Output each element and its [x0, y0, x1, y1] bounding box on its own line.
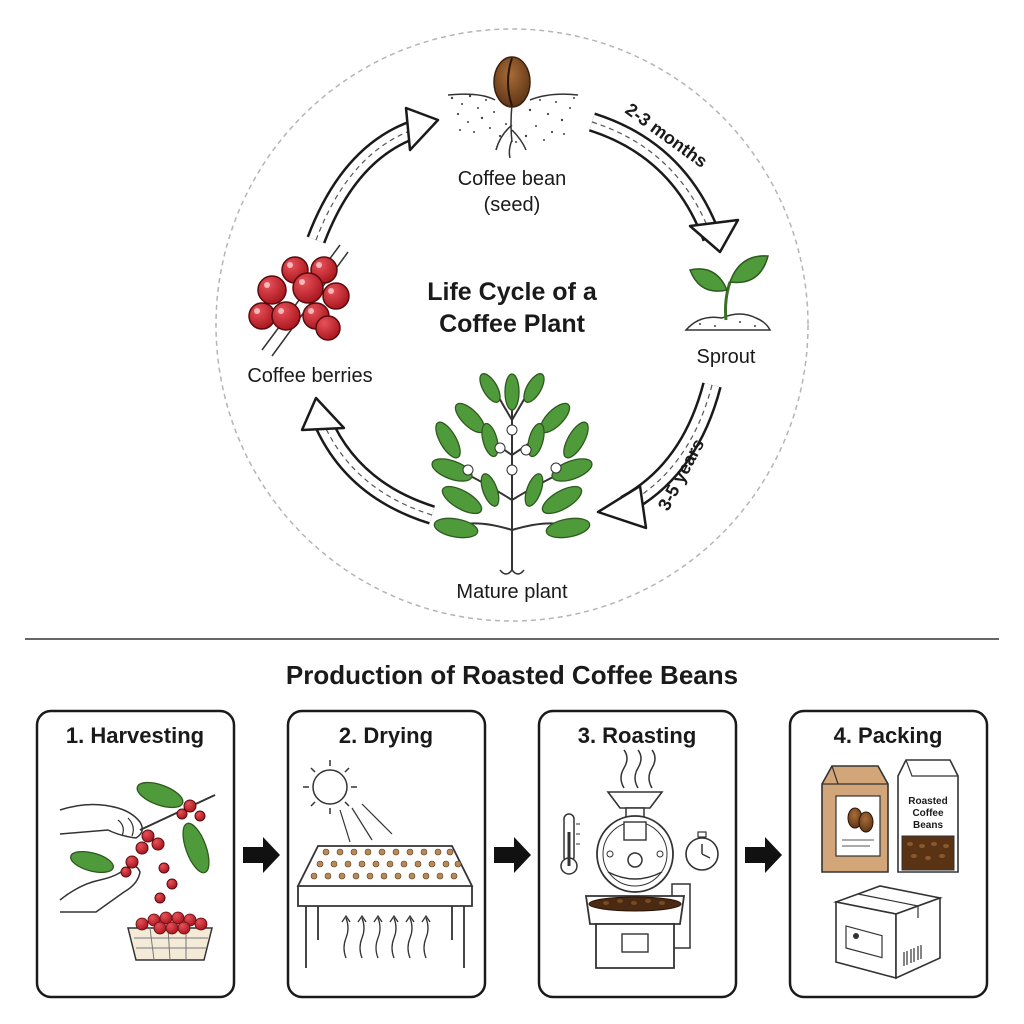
- coffee-bag-left: [821, 765, 889, 873]
- arrow-sprout-to-mature: [596, 382, 722, 530]
- bag-label-line3: Beans: [913, 820, 943, 831]
- step-arrow-3: [745, 837, 782, 873]
- arrow-berries-to-bean: [306, 106, 440, 244]
- cycle-title-line2: Coffee Plant: [439, 310, 586, 338]
- production-title: Production of Roasted Coffee Beans: [286, 660, 738, 690]
- cycle-dashed-circle: [215, 28, 809, 622]
- stage-bean-label-line2: (seed): [484, 194, 541, 216]
- arrow-bean-to-sprout: [588, 112, 740, 254]
- step-arrow-1: [243, 837, 280, 873]
- bag-label-line2: Coffee: [912, 808, 944, 819]
- packing-icon: Roasted Coffee Beans: [821, 759, 959, 980]
- mature-plant-icon: [431, 373, 593, 575]
- life-cycle-section: Life Cycle of a Coffee Plant 2-3 months …: [215, 28, 809, 622]
- stage-sprout-label: Sprout: [697, 346, 756, 368]
- sun-icon: [303, 760, 357, 814]
- thermometer-icon: [560, 813, 580, 875]
- step-label-harvesting: 1. Harvesting: [66, 723, 204, 748]
- stage-mature-label: Mature plant: [456, 581, 568, 603]
- stopwatch-icon: [685, 831, 719, 871]
- step-label-packing: 4. Packing: [834, 723, 943, 748]
- coffee-bag-right: Roasted Coffee Beans: [897, 759, 959, 873]
- roasting-icon: [560, 749, 719, 969]
- coffee-bean-seed-icon: [447, 56, 579, 159]
- step-label-roasting: 3. Roasting: [578, 723, 697, 748]
- stage-berries-label: Coffee berries: [247, 365, 372, 387]
- cycle-title-line1: Life Cycle of a: [427, 278, 598, 306]
- harvesting-icon: [59, 781, 216, 961]
- sprout-icon: [684, 255, 772, 331]
- coffee-berries-icon: [248, 244, 350, 357]
- bag-label-line1: Roasted: [908, 796, 947, 807]
- stage-bean-label-line1: Coffee bean: [458, 168, 567, 190]
- arrow-mature-to-berries: [300, 396, 436, 525]
- step-arrow-2: [494, 837, 531, 873]
- step-label-drying: 2. Drying: [339, 723, 433, 748]
- shipping-box-icon: [833, 885, 943, 980]
- drying-icon: [296, 760, 474, 968]
- production-section: Production of Roasted Coffee Beans 1. Ha…: [35, 660, 989, 999]
